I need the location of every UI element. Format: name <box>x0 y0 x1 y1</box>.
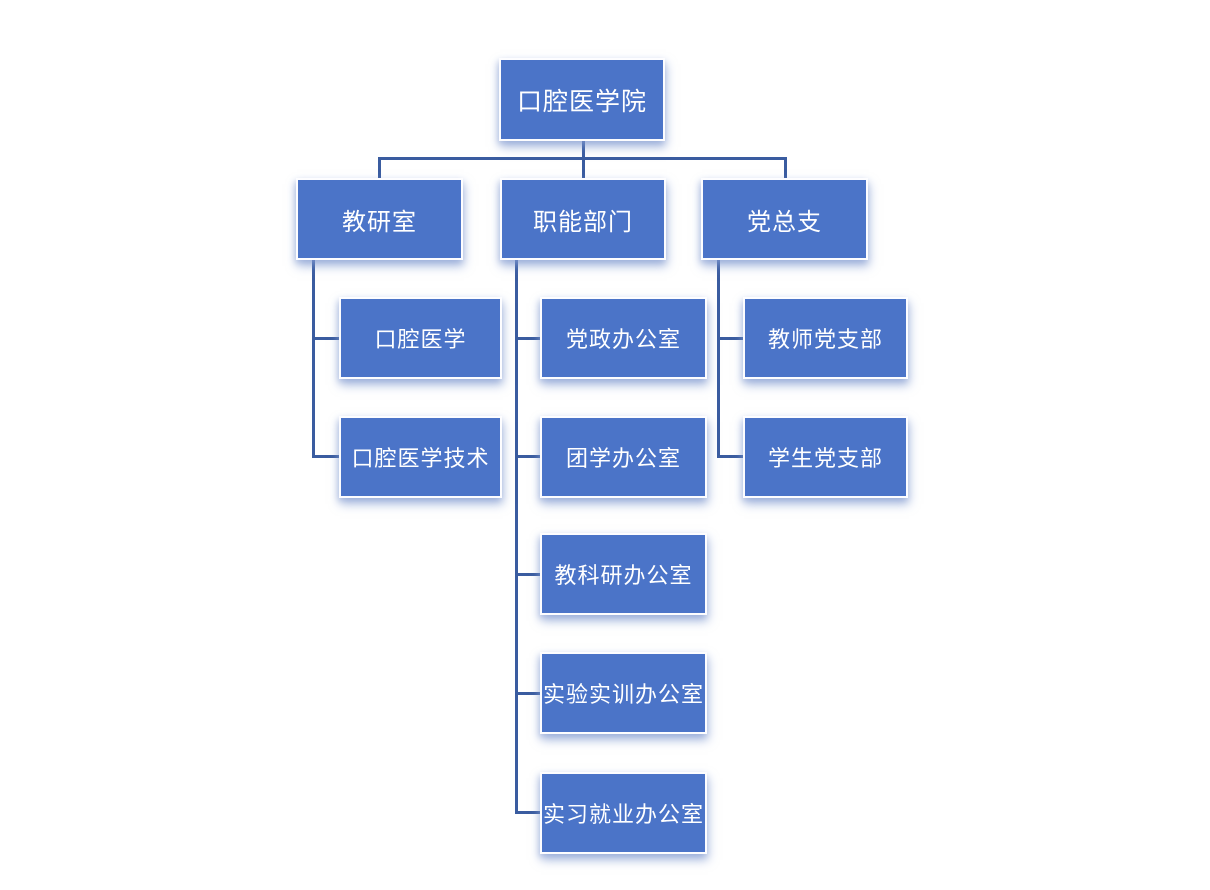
connector-stub-branch-2-1 <box>717 455 745 458</box>
node-teaching-research-office: 教研室 <box>296 178 463 260</box>
connector-stub-branch-1-3 <box>515 692 542 695</box>
connector-drop-branch-1 <box>582 157 585 178</box>
node-school-of-stomatology: 口腔医学院 <box>499 58 665 141</box>
connector-stub-branch-1-1 <box>515 455 542 458</box>
node-student-party-branch: 学生党支部 <box>743 416 908 498</box>
connector-hang-branch-2 <box>717 260 720 458</box>
connector-hang-branch-1 <box>515 260 518 814</box>
connector-stub-branch-0-1 <box>312 455 341 458</box>
node-party-general-branch: 党总支 <box>701 178 868 260</box>
node-dental-technology: 口腔医学技术 <box>339 416 502 498</box>
node-lab-training-office: 实验实训办公室 <box>540 652 707 734</box>
node-functional-departments: 职能部门 <box>500 178 666 260</box>
connector-stub-branch-2-0 <box>717 337 745 340</box>
connector-drop-branch-0 <box>378 157 381 178</box>
node-stomatology: 口腔医学 <box>339 297 502 379</box>
node-teacher-party-branch: 教师党支部 <box>743 297 908 379</box>
node-party-gov-office: 党政办公室 <box>540 297 707 379</box>
connector-stub-branch-1-4 <box>515 811 542 814</box>
node-league-student-office: 团学办公室 <box>540 416 707 498</box>
connector-stub-branch-1-0 <box>515 337 542 340</box>
connector-root-stem <box>582 141 585 158</box>
connector-hang-branch-0 <box>312 260 315 458</box>
connector-stub-branch-1-2 <box>515 573 542 576</box>
connector-drop-branch-2 <box>784 157 787 178</box>
connector-stub-branch-0-0 <box>312 337 341 340</box>
node-teaching-scientific-research-office: 教科研办公室 <box>540 533 707 615</box>
node-internship-employment-office: 实习就业办公室 <box>540 772 707 854</box>
